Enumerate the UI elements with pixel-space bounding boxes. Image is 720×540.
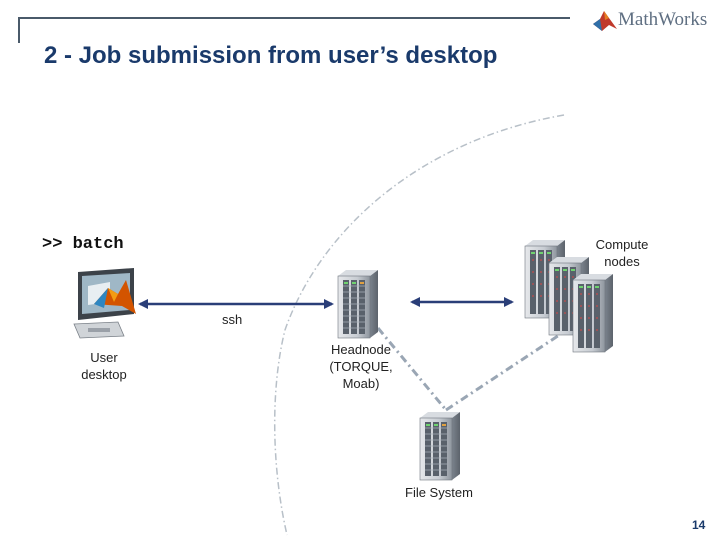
compute-label-line: Compute [595, 237, 649, 252]
headnode-label-line: (TORQUE, [329, 359, 393, 374]
headnode-server [337, 269, 379, 339]
headnode-label: Headnode (TORQUE, Moab) [318, 341, 404, 392]
headnode-label-line: Moab) [342, 376, 380, 391]
frame-left-rule [18, 17, 20, 43]
user-label-line: desktop [81, 367, 127, 382]
mathworks-membrane-logo-icon [593, 11, 617, 31]
filesystem-server [419, 411, 461, 481]
logo-wordmark: MathWorks [618, 9, 708, 30]
page-number: 14 [692, 518, 706, 532]
file-system-label: File System [405, 485, 473, 500]
network-boundary-arc [273, 114, 565, 536]
frame-top-rule [18, 17, 570, 19]
compute-label-line: nodes [604, 254, 640, 269]
desktop-computer-matlab-icon [73, 268, 136, 339]
user-label-line: User [90, 350, 118, 365]
headnode-label-line: Headnode [331, 342, 391, 357]
user-desktop-label: User desktop [68, 349, 140, 383]
slide-title: 2 - Job submission from user’s desktop [44, 42, 498, 69]
compute-nodes-label: Compute nodes [582, 236, 662, 270]
mathworks-logo: MathWorks [592, 8, 710, 34]
batch-command: >> batch [42, 235, 124, 254]
ssh-label: ssh [222, 312, 243, 327]
